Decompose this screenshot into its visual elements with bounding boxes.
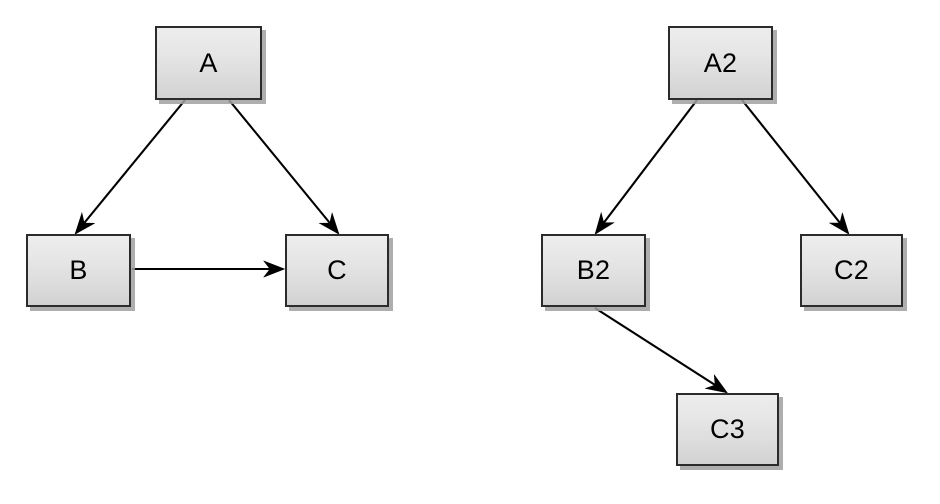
edge-group: [76, 99, 848, 392]
node-b2-label: B2: [576, 255, 611, 285]
node-c3[interactable]: C3: [676, 393, 779, 466]
edge-a-c[interactable]: [228, 99, 338, 233]
node-a-label: A: [199, 47, 218, 78]
node-a2[interactable]: A2: [668, 26, 773, 100]
node-c-label: C: [327, 255, 347, 285]
node-b-label: B: [69, 255, 88, 285]
node-b2[interactable]: B2: [541, 234, 646, 307]
node-c[interactable]: C: [285, 234, 389, 307]
node-c2-label: C2: [834, 255, 869, 285]
edge-a-b[interactable]: [76, 99, 186, 233]
edge-b2-c3[interactable]: [594, 307, 726, 392]
node-c3-label: C3: [710, 414, 745, 444]
node-c2[interactable]: C2: [800, 234, 903, 307]
edge-a2-c2[interactable]: [741, 99, 848, 233]
edge-a2-b2[interactable]: [596, 99, 698, 233]
node-a[interactable]: A: [155, 26, 262, 100]
node-a2-label: A2: [703, 47, 738, 78]
node-b[interactable]: B: [26, 234, 131, 307]
